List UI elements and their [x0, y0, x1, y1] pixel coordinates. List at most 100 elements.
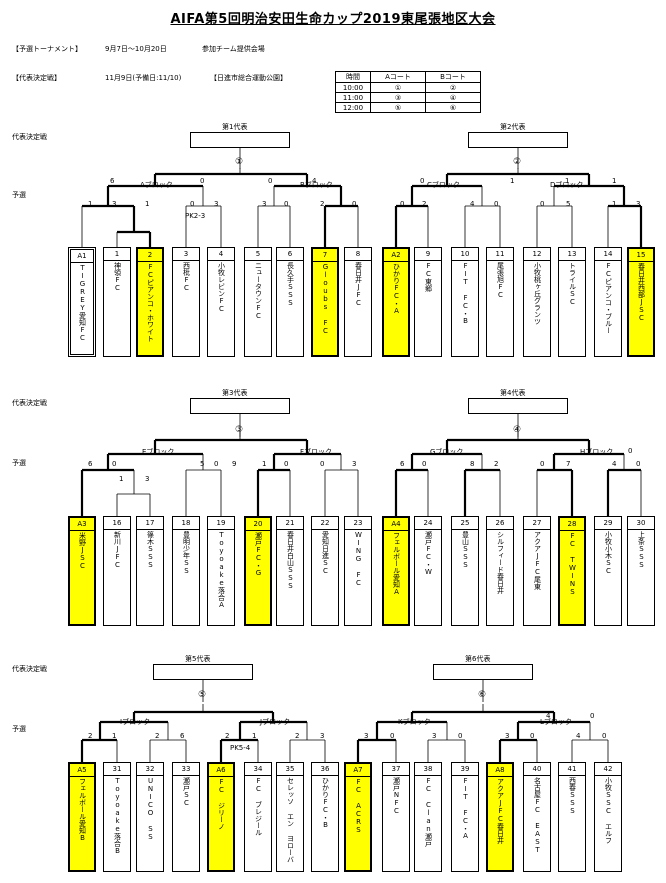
block-label: Lブロック	[540, 718, 572, 726]
team-name: 小牧レビンFC	[217, 262, 226, 313]
team-name: フェルボール愛知B	[78, 778, 87, 842]
score: 0	[284, 460, 289, 468]
team-number: A8	[488, 764, 512, 777]
team-number: 13	[559, 248, 585, 261]
team-name: 春日井西部JSC	[637, 263, 646, 322]
score: 2	[494, 460, 499, 468]
team-name: FC ジリーノ	[217, 778, 226, 830]
pk-score: PK2-3	[185, 212, 206, 220]
team-number: 20	[246, 518, 270, 531]
team-name: 西春SSS	[568, 777, 577, 815]
team-name: トライルSC	[568, 262, 577, 306]
block-label: Bブロック	[300, 181, 333, 189]
team-number: 42	[595, 763, 621, 776]
final-match-number: ②	[513, 157, 522, 167]
team-name: 小牧小木SC	[604, 531, 613, 575]
team-number: 18	[173, 517, 199, 530]
team-name: 長久手SSS	[286, 262, 295, 307]
score: 6	[180, 732, 185, 740]
score: 1	[262, 460, 267, 468]
final-round-label: 代表決定戦	[12, 665, 47, 673]
team-name: Toyoake落合A	[217, 531, 226, 609]
score: 5	[566, 200, 571, 208]
team-number: 28	[560, 518, 584, 531]
team-number: 2	[138, 249, 162, 262]
pk-score: PK5-4	[230, 744, 251, 752]
team-name: ニュータウンFC	[254, 262, 263, 320]
block-label: Kブロック	[398, 718, 431, 726]
team-name: ひかりFC・B	[321, 777, 330, 829]
block-label: Hブロック	[580, 448, 614, 456]
score: 3	[214, 200, 219, 208]
team-number: 17	[137, 517, 163, 530]
score: 4	[576, 732, 581, 740]
score: 0	[400, 200, 405, 208]
team-number: 3	[173, 248, 199, 261]
team-number: 36	[312, 763, 338, 776]
team-number: 29	[595, 517, 621, 530]
score: 1	[510, 177, 515, 185]
final-date: 11月9日(予備日:11/10)	[105, 74, 182, 82]
score: 6	[400, 460, 405, 468]
schedule-cell: ⑥	[425, 102, 481, 113]
team-number: 8	[345, 248, 371, 261]
team-number: 14	[595, 248, 621, 261]
team-number: 6	[277, 248, 303, 261]
team-number: 25	[452, 517, 478, 530]
score: 0	[590, 712, 595, 720]
team-name: FC ACRS	[354, 778, 363, 834]
score: 3	[364, 732, 369, 740]
representative-box	[153, 664, 253, 680]
score: 0	[530, 732, 535, 740]
prelim-label: 予選	[12, 191, 26, 199]
score: 2	[422, 200, 427, 208]
representative-label: 第5代表	[185, 655, 211, 663]
team-number: A4	[384, 518, 408, 531]
final-match-number: ③	[235, 425, 244, 435]
team-name: FCピアンコ・ホワイト	[146, 263, 155, 342]
score: 1	[88, 200, 93, 208]
team-name: 瀬戸NFC	[392, 777, 401, 815]
final-match-number: ⑤	[198, 690, 207, 700]
team-name: UNICO SS	[146, 777, 155, 841]
team-number: 37	[383, 763, 409, 776]
score: 4	[546, 712, 551, 720]
team-name: 新川JFC	[113, 531, 122, 569]
representative-label: 第6代表	[465, 655, 491, 663]
score: 1	[252, 732, 257, 740]
block-label: Fブロック	[300, 448, 333, 456]
score: 0	[284, 200, 289, 208]
team-number: 30	[628, 517, 654, 530]
score: 4	[612, 460, 617, 468]
score: 1	[612, 177, 617, 185]
team-name: 小牧桃ヶ丘グランツ	[533, 262, 542, 325]
score: 4	[470, 200, 475, 208]
team-name: 愛知日進SC	[321, 531, 330, 575]
team-number: 41	[559, 763, 585, 776]
representative-label: 第2代表	[500, 123, 526, 131]
team-name: Gloubs FC	[321, 263, 330, 335]
page-title: AIFA第5回明治安田生命カップ2019東尾張地区大会	[170, 12, 496, 27]
score: 1	[145, 200, 150, 208]
team-name: 米野JSC	[78, 532, 87, 570]
